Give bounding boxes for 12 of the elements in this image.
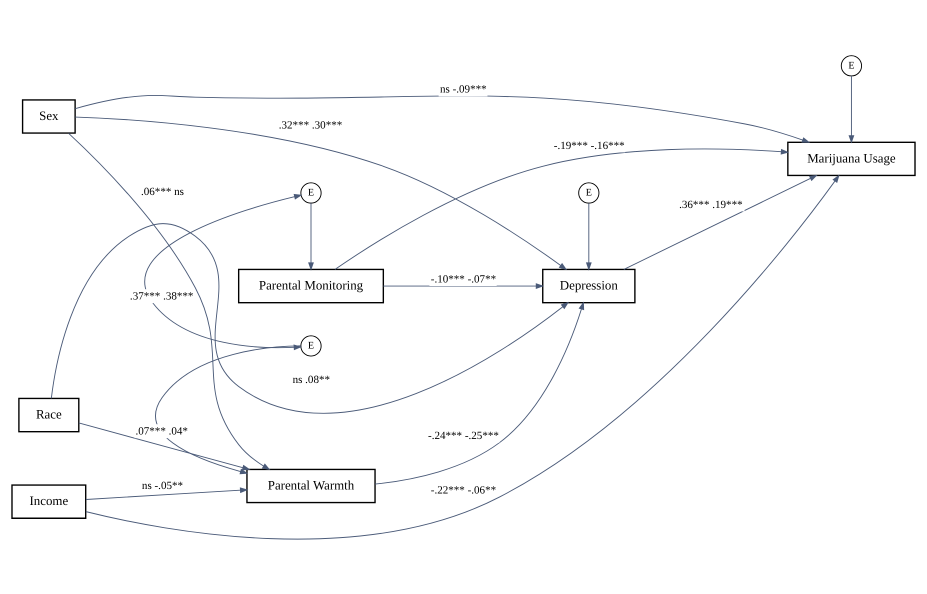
edge-label: -.19*** -.16*** <box>554 139 625 152</box>
edge-label: .06*** ns <box>140 185 184 198</box>
edge-label: -.10*** -.07** <box>430 272 496 285</box>
edge-label: .07*** .04* <box>135 424 188 437</box>
edge-label: ns -.05** <box>142 479 184 492</box>
edge-label: ns -.09*** <box>440 83 487 96</box>
edge-label: .36*** .19*** <box>679 198 743 210</box>
edge-label: -.22*** -.06** <box>430 484 496 496</box>
edge-label: .37*** .38*** <box>130 290 194 302</box>
edge-label: -.24*** -.25*** <box>428 430 499 442</box>
edge-label: .32*** .30*** <box>278 119 342 132</box>
edge-label: ns .08** <box>292 373 330 386</box>
